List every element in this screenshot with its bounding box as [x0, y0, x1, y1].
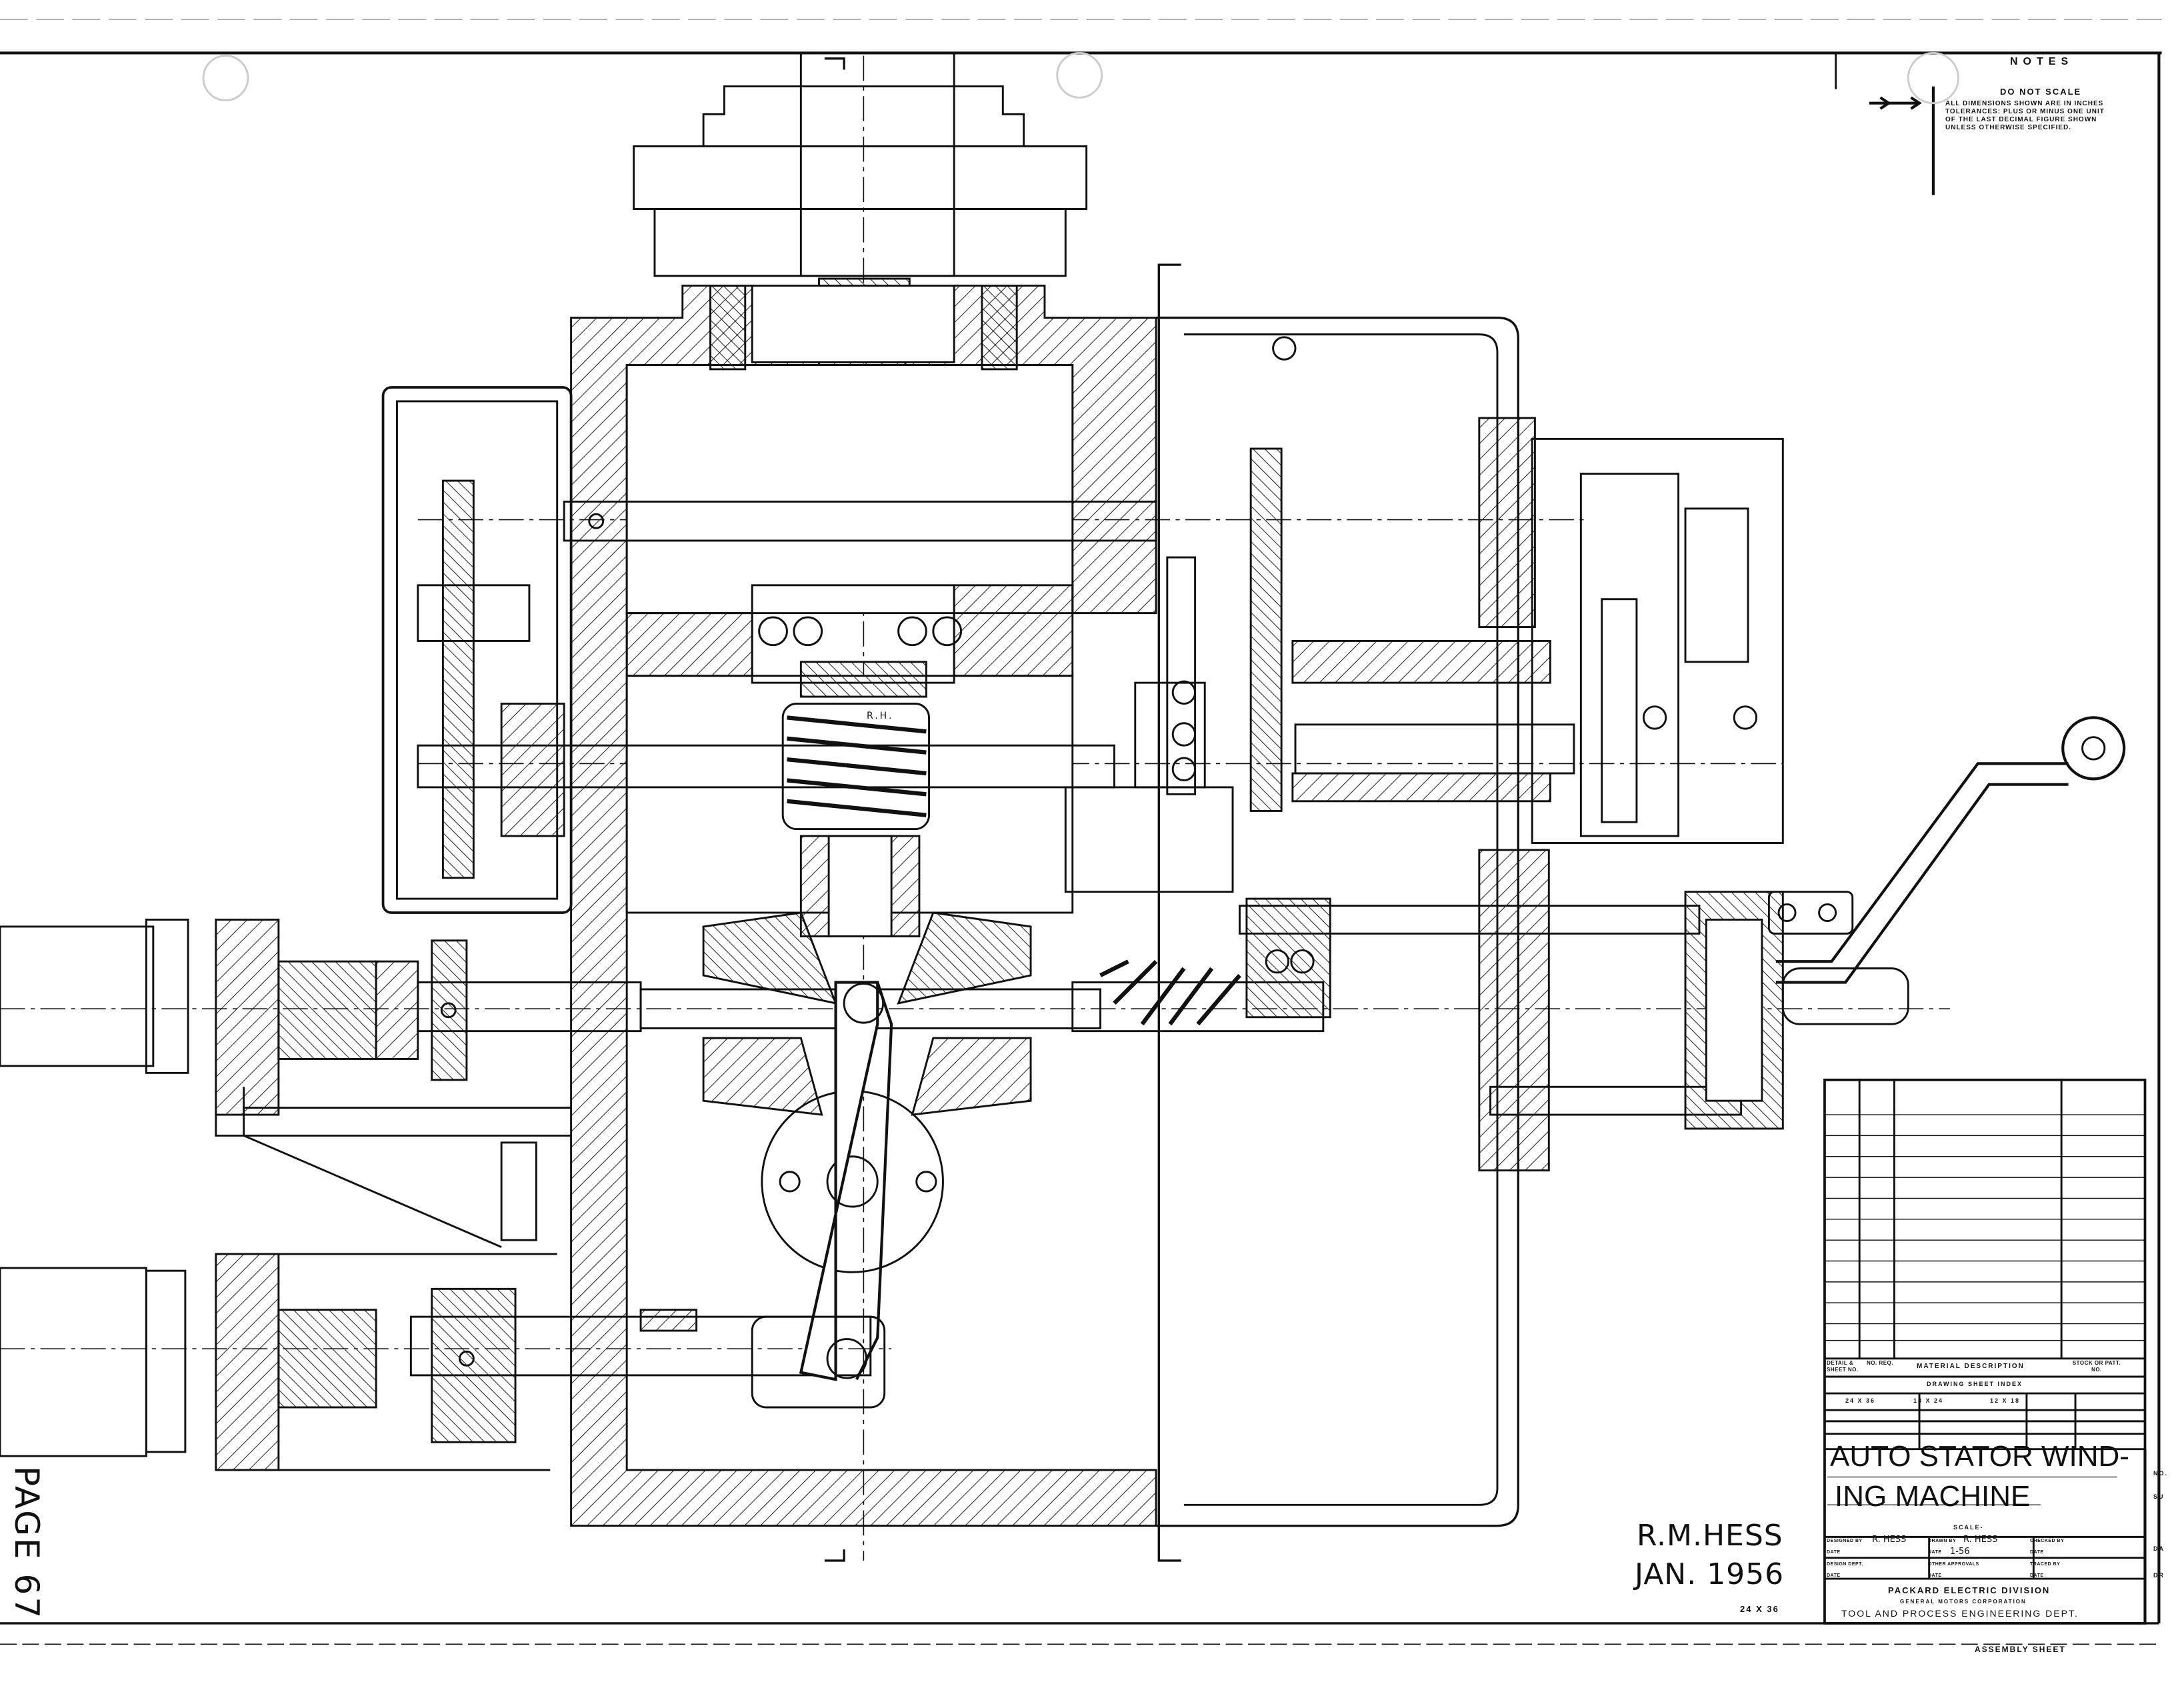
date-label-1: DATE: [1827, 1550, 1841, 1555]
bevel-gears: [702, 911, 1032, 1116]
gearbox-housing: [570, 285, 1157, 1527]
notes-box: [202, 51, 1959, 195]
date-label-4: DATE: [1827, 1573, 1841, 1578]
drawing-sheet-index-title: DRAWING SHEET INDEX: [1927, 1381, 2023, 1387]
signature-name: R.M.HESS: [1637, 1519, 1783, 1553]
designed-by-value: R. HESS: [1872, 1535, 1907, 1545]
notes-heading: NOTES: [2010, 56, 2074, 67]
drawing-title-line1: AUTO STATOR WIND-: [1830, 1440, 2129, 1473]
checked-by-label: CHECKED BY: [2030, 1539, 2065, 1543]
department-name: TOOL AND PROCESS ENGINEERING DEPT.: [1841, 1608, 2079, 1619]
right-mechanism: [1531, 437, 1909, 1130]
traced-by-label: TRACED BY: [2030, 1562, 2061, 1567]
side-label-dr: DR: [2153, 1572, 2165, 1579]
note-line: UNLESS OTHERWISE SPECIFIED.: [1945, 124, 2072, 131]
date-label-3: DATE: [2030, 1550, 2044, 1555]
note-line: ALL DIMENSIONS SHOWN ARE IN INCHES: [1945, 100, 2104, 107]
crank-handle: [1775, 716, 2126, 984]
index-col-24x36: 24 X 36: [1845, 1397, 1876, 1404]
scale-label: SCALE-: [1953, 1524, 1984, 1531]
side-label-no: NO.: [2153, 1470, 2169, 1477]
date-label-6: DATE: [2030, 1573, 2044, 1578]
date-label-5: DATE: [1928, 1573, 1942, 1578]
drawn-date-value: 1-56: [1950, 1547, 1970, 1557]
section-markers: [824, 57, 1181, 1562]
note-line: OF THE LAST DECIMAL FIGURE SHOWN: [1945, 116, 2097, 123]
do-not-scale-note: DO NOT SCALE: [2000, 87, 2082, 97]
signature-date: JAN. 1956: [1635, 1557, 1785, 1591]
notes-lines: ALL DIMENSIONS SHOWN ARE IN INCHES TOLER…: [1945, 100, 2105, 132]
drawing-title-line2: ING MACHINE: [1835, 1480, 2031, 1513]
design-dept-label: DESIGN DEPT.: [1827, 1562, 1863, 1567]
bom-header-material: MATERIAL DESCRIPTION: [1917, 1363, 2025, 1370]
worm-gear: [781, 703, 931, 937]
designed-by-label: DESIGNED BY: [1827, 1539, 1863, 1543]
assembly-sheet-label: ASSEMBLY SHEET: [1975, 1645, 2066, 1654]
drawn-by-value: R. HESS: [1963, 1535, 1998, 1545]
left-gear-plate: [381, 386, 573, 914]
date-label-2: DATE: [1928, 1550, 1942, 1555]
bom-header-stock: STOCK OR PATT. NO.: [2072, 1360, 2121, 1373]
title-block-grid: [1823, 1078, 2147, 1625]
page-label: PAGE 67: [7, 1466, 46, 1621]
bom-header-detail: DETAIL & SHEET NO.: [1827, 1360, 1859, 1373]
worm-hand-mark: R.H.: [867, 711, 894, 721]
other-approvals-label: OTHER APPROVALS: [1928, 1562, 1979, 1567]
drawn-by-label: DRAWN BY: [1928, 1539, 1957, 1543]
side-label-da: DA: [2153, 1545, 2165, 1552]
left-cylinders: [0, 918, 698, 1471]
bom-header-no-req: NO. REQ.: [1867, 1360, 1894, 1366]
company-name: PACKARD ELECTRIC DIVISION: [1888, 1585, 2051, 1595]
sheet-size-label: 24 X 36: [1740, 1604, 1779, 1614]
right-housing: [1064, 316, 1551, 1527]
crank-disc: [751, 981, 944, 1409]
corporation-name: GENERAL MOTORS CORPORATION: [1900, 1599, 2027, 1605]
index-col-12x18: 12 X 18: [1990, 1397, 2021, 1404]
side-label-su: SU: [2153, 1493, 2165, 1500]
note-line: TOLERANCES: PLUS OR MINUS ONE UNIT: [1945, 108, 2105, 115]
index-col-18x24: 18 X 24: [1913, 1397, 1944, 1404]
